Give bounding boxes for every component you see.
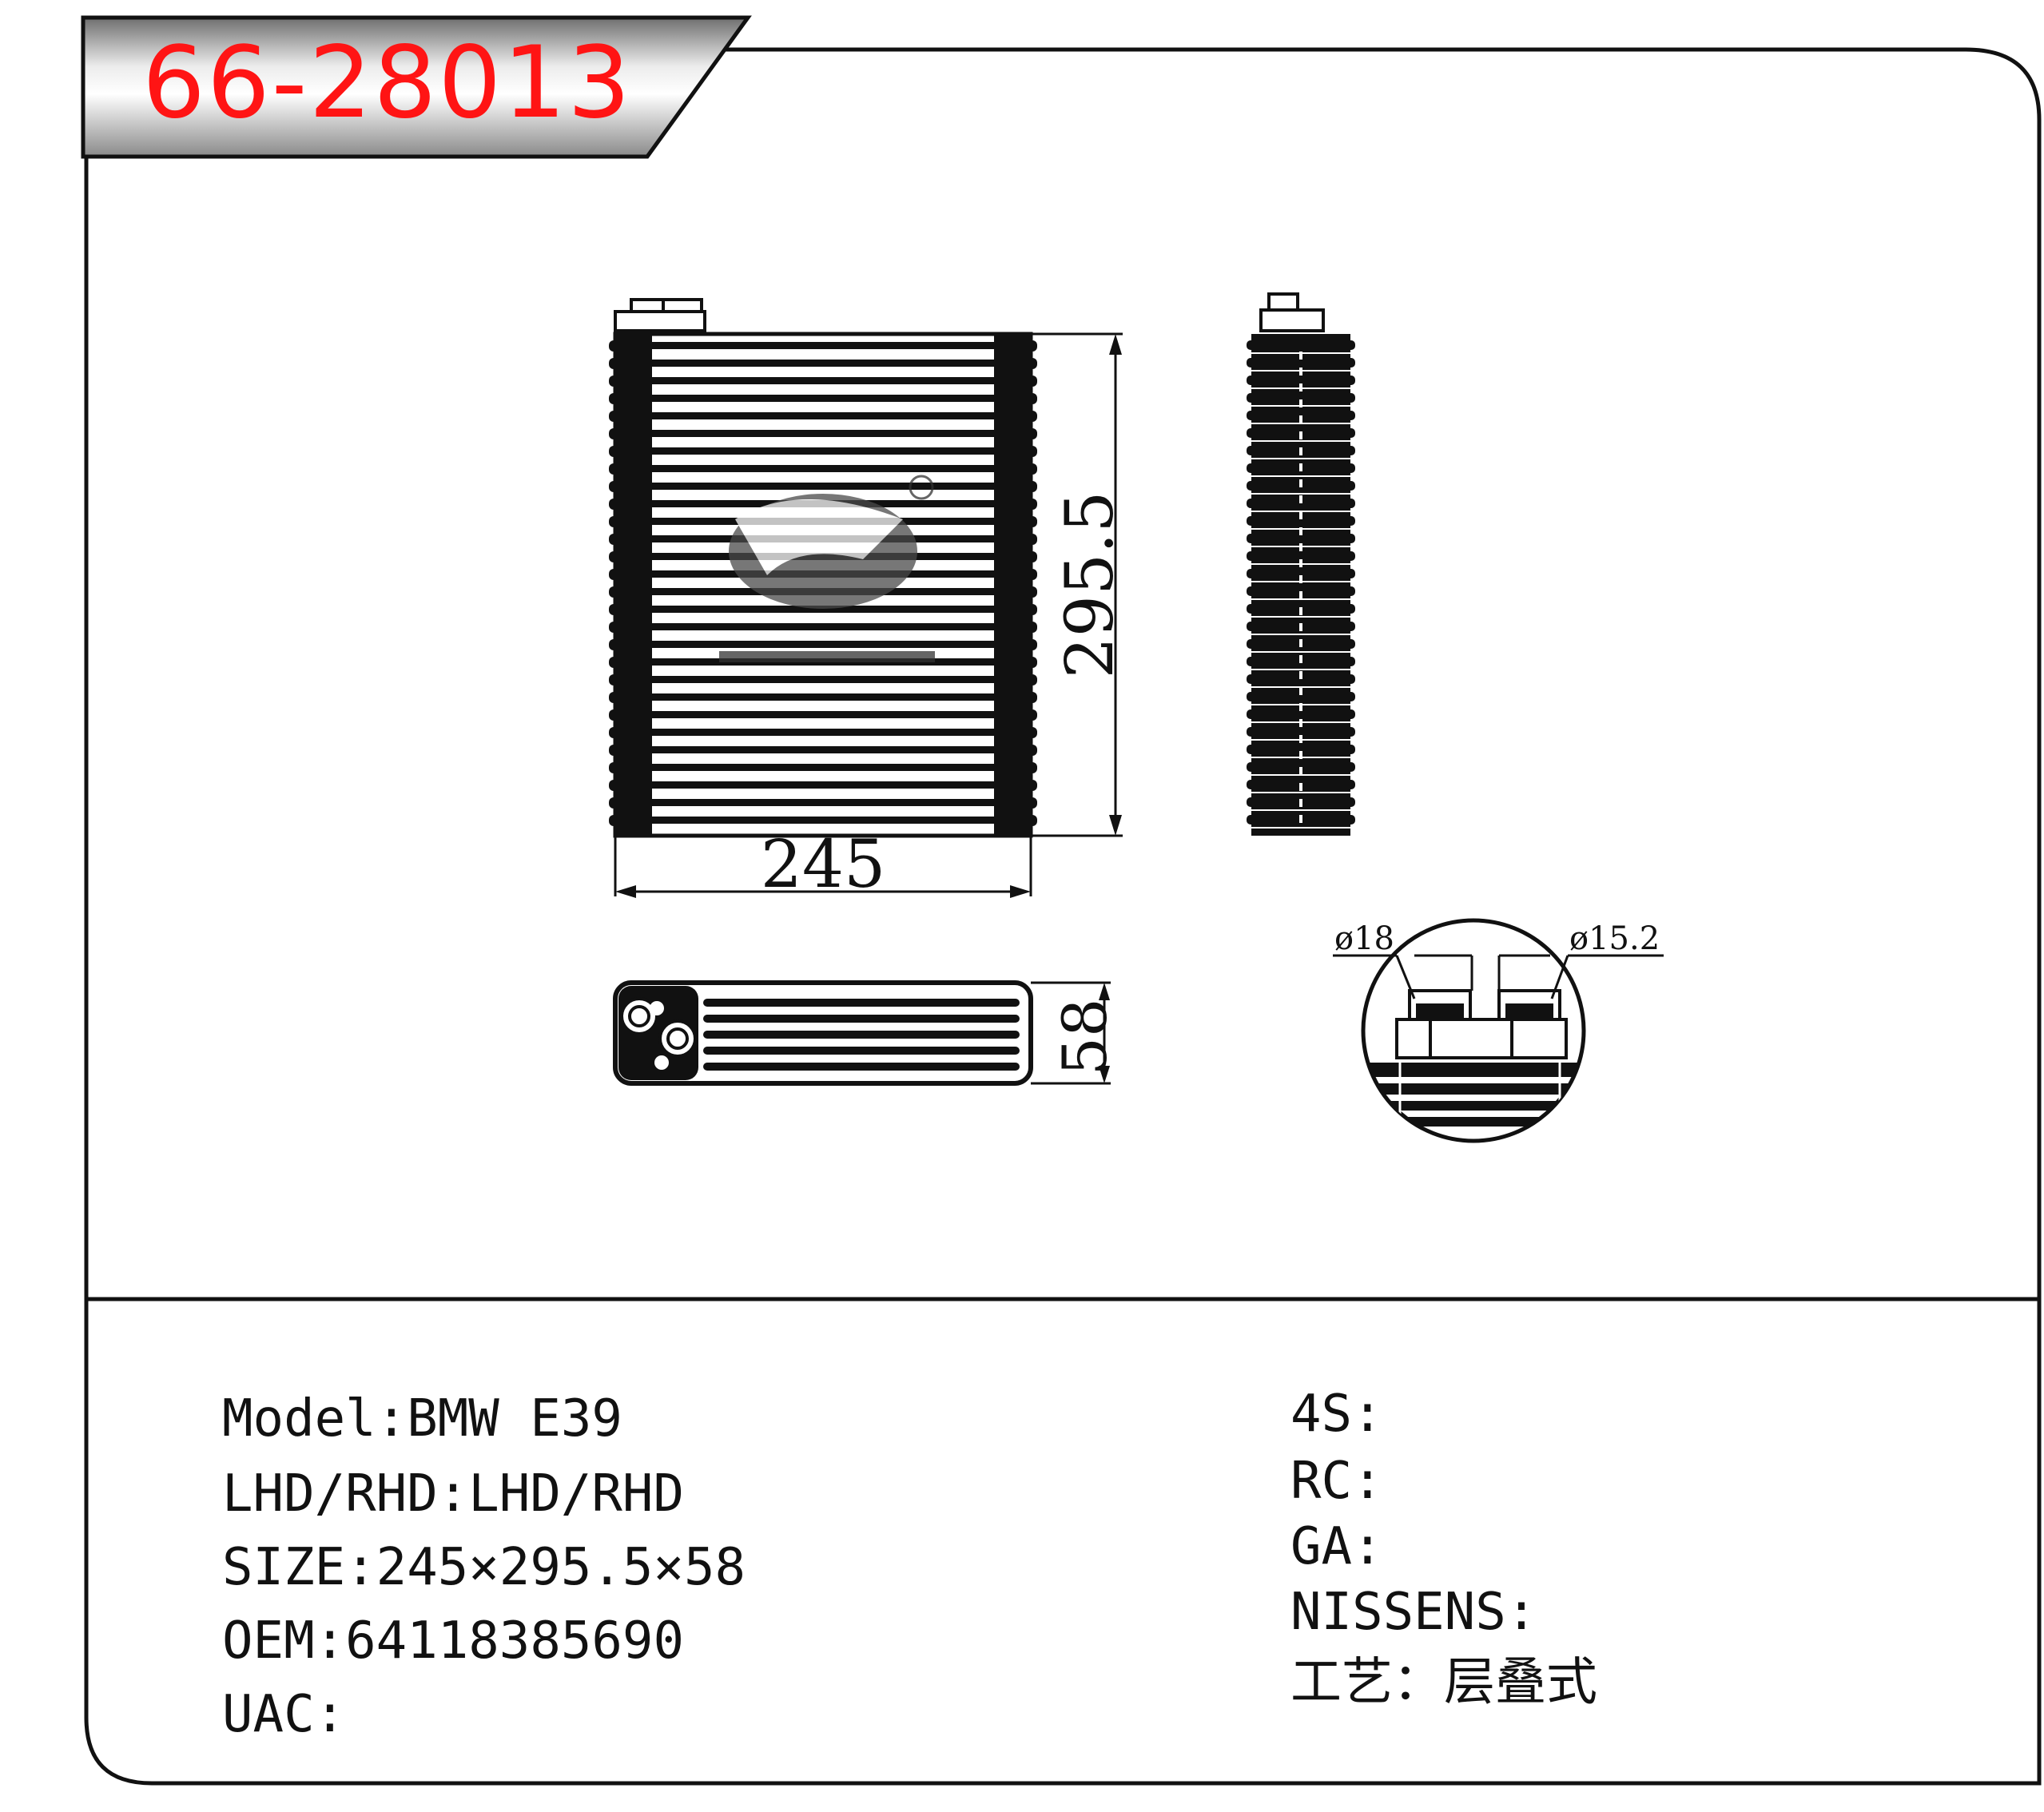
fin-row — [652, 641, 994, 648]
side-fin — [1247, 340, 1355, 350]
side-fin — [1247, 551, 1355, 561]
dimension-depth: 58 — [1031, 981, 1120, 1085]
side-fin — [1247, 745, 1355, 754]
fin-row — [652, 606, 994, 613]
title-banner — [81, 15, 752, 159]
evaporator-top-view — [613, 980, 1033, 1086]
sheet-frame — [84, 24, 2042, 1786]
fin-row — [652, 764, 994, 771]
top-tube — [703, 1047, 1020, 1055]
fin-row — [652, 412, 994, 419]
pipe-diameter-1-label: ø18 — [1334, 920, 1394, 957]
fin-row — [652, 430, 994, 437]
fin-row — [652, 729, 994, 736]
side-fin — [1247, 709, 1355, 719]
top-tube — [703, 1063, 1020, 1071]
fin-row — [652, 676, 994, 683]
top-tube — [703, 1031, 1020, 1039]
evaporator-side-view — [1247, 292, 1355, 836]
spec-uac: UAC: — [222, 1685, 346, 1744]
fin-row — [652, 746, 994, 753]
top-tube — [703, 999, 1020, 1007]
spec-ga: GA: — [1290, 1517, 1383, 1576]
fin-row — [652, 395, 994, 402]
spec-drive-side: LHD/RHD:LHD/RHD — [222, 1464, 684, 1524]
dimension-depth-label: 58 — [1049, 999, 1120, 1076]
pipe-detail-circle: ø18 ø15.2 — [1333, 918, 1664, 1143]
dimension-width: 245 — [614, 827, 1032, 903]
part-number: 66-28013 — [142, 26, 632, 141]
spec-size: SIZE:245×295.5×58 — [222, 1538, 746, 1597]
side-fin — [1247, 727, 1355, 737]
fin-row — [652, 817, 994, 824]
spec-model: Model:BMW E39 — [222, 1389, 622, 1448]
side-fin — [1247, 393, 1355, 403]
fin-row — [652, 711, 994, 718]
fin-row — [652, 465, 994, 472]
side-fin — [1247, 692, 1355, 701]
side-fin — [1247, 569, 1355, 578]
spec-rc: RC: — [1290, 1452, 1383, 1511]
dimension-height: 295.5 — [1031, 332, 1128, 837]
side-fin — [1247, 534, 1355, 543]
evaporator-front-view — [609, 298, 1037, 838]
dimension-width-label: 245 — [761, 827, 886, 903]
fin-row — [652, 377, 994, 384]
fin-row — [652, 342, 994, 349]
fin-row — [652, 693, 994, 701]
spec-4s: 4S: — [1290, 1385, 1383, 1444]
dimension-height-label: 295.5 — [1052, 491, 1128, 679]
brand-watermark-logo — [719, 475, 935, 662]
side-fin — [1247, 516, 1355, 526]
fin-row — [652, 781, 994, 789]
fin-row — [652, 447, 994, 455]
fin-row — [652, 799, 994, 806]
spec-oem: OEM:64118385690 — [222, 1611, 684, 1671]
side-fin — [1247, 376, 1355, 385]
fin-row — [652, 483, 994, 490]
fin-row — [652, 360, 994, 367]
spec-process: 工艺：层叠式 — [1290, 1653, 1597, 1712]
fin-row — [652, 623, 994, 630]
spec-nissens: NISSENS: — [1290, 1583, 1537, 1642]
side-fin — [1247, 358, 1355, 368]
top-tube — [703, 1015, 1020, 1023]
pipe-diameter-2-label: ø15.2 — [1569, 920, 1660, 957]
